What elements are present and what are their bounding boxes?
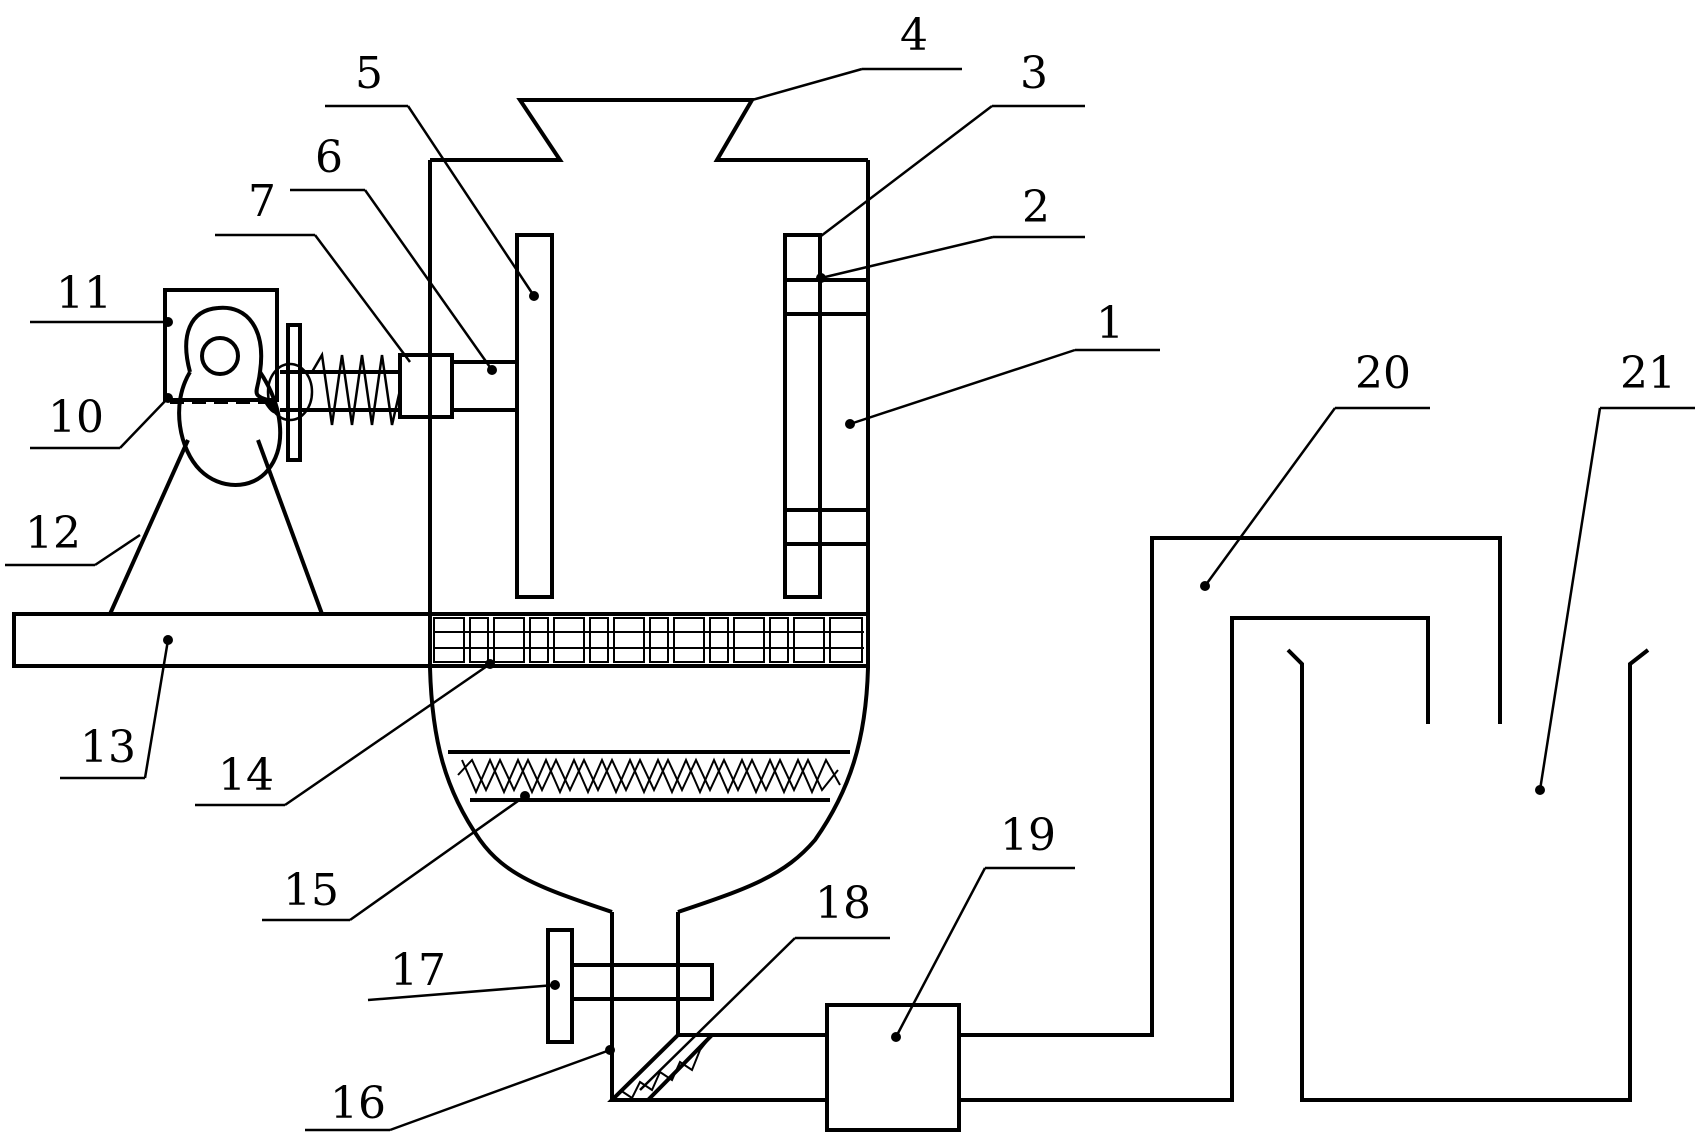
label-5: 5 xyxy=(355,48,383,99)
label-13: 13 xyxy=(80,722,136,773)
vibrating-plate xyxy=(515,233,554,599)
spring xyxy=(280,323,402,462)
filter-layer xyxy=(448,750,850,802)
number-labels: 1 2 3 4 5 6 7 11 10 12 13 14 15 16 17 18… xyxy=(25,10,1676,1129)
label-19: 19 xyxy=(1000,810,1056,861)
label-6: 6 xyxy=(315,132,343,183)
leader-lines xyxy=(5,67,1695,1132)
outlet-pipe xyxy=(610,912,827,1102)
base-plate xyxy=(12,612,432,668)
label-4: 4 xyxy=(900,10,928,61)
pump xyxy=(825,1003,961,1132)
label-16: 16 xyxy=(330,1078,386,1129)
outlet-filter xyxy=(607,1033,717,1102)
label-18: 18 xyxy=(815,878,871,929)
label-14: 14 xyxy=(218,750,274,801)
label-1: 1 xyxy=(1096,298,1124,349)
valve xyxy=(546,928,714,1044)
cam xyxy=(170,305,314,487)
push-rod xyxy=(452,360,517,412)
guide-sleeve xyxy=(398,353,454,419)
label-20: 20 xyxy=(1355,348,1411,399)
pipeline xyxy=(959,536,1502,1102)
label-12: 12 xyxy=(25,508,81,559)
label-10: 10 xyxy=(48,392,104,443)
tank-body xyxy=(428,160,870,914)
wall-plate xyxy=(783,233,870,599)
feed-hopper xyxy=(430,98,868,162)
label-3: 3 xyxy=(1020,48,1048,99)
label-21: 21 xyxy=(1620,348,1676,399)
label-11: 11 xyxy=(56,268,112,319)
label-15: 15 xyxy=(283,865,339,916)
filter-screen xyxy=(430,612,868,668)
collection-tank xyxy=(1286,648,1650,1102)
motor-support xyxy=(108,439,324,615)
label-2: 2 xyxy=(1022,182,1050,233)
label-7: 7 xyxy=(248,176,276,227)
label-17: 17 xyxy=(390,945,446,996)
